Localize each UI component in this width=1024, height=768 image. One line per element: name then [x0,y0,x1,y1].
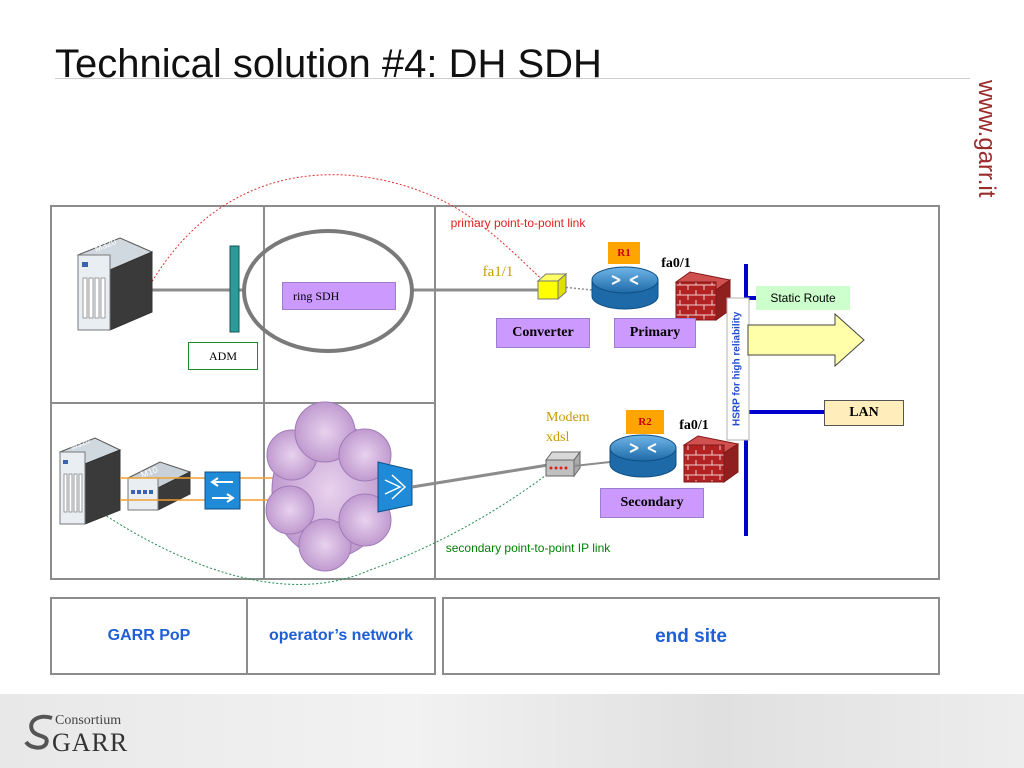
network-diagram: M320 M320 M10 [50,174,940,675]
diagram-frame [50,205,940,580]
zone-frame-right [442,597,940,675]
site-url: www.garr.it [973,80,1000,198]
link-modem-router [573,461,611,467]
hsrp-label: HSRP for high reliability [731,311,743,427]
zone-end-site: end site [655,626,727,647]
switch-icon [204,471,241,510]
fa0-1-bottom-label: fa0/1 [679,418,709,433]
lan-label: LAN [824,400,904,426]
logo-consortium-text: Consortium [55,713,122,728]
static-route-label: Static Route [756,286,850,310]
fa0-1-top-label: fa0/1 [661,256,691,271]
firewall-bottom-icon [682,435,740,483]
converter-icon [536,272,568,301]
router-r2-icon [609,434,677,478]
zone-garr-pop: GARR PoP [107,627,191,644]
modem-label: Modem xdsl [546,410,590,445]
zone-frame-left [50,597,436,675]
primary-arc [149,174,549,286]
secondary-link-label: secondary point-to-point IP link [445,541,611,555]
router-r1-icon [591,266,659,310]
title-rule [55,78,970,79]
secondary-label: Secondary [600,488,704,518]
modem-icon [545,450,581,478]
adm-bar [229,245,240,333]
operator-cloud [265,401,392,572]
converter-label: Converter [496,318,590,348]
ring-sdh-label: ring SDH [282,282,396,310]
primary-link-label: primary point-to-point link [450,216,586,230]
link-edge-modem [411,463,549,489]
hsrp-box [726,297,750,441]
static-route-arrow [747,312,865,368]
m10-icon [126,461,192,511]
r2-label: R2 [626,410,664,434]
firewall-top-icon [674,271,732,321]
ring-sdh-ellipse [242,229,414,353]
link-converter-router [561,286,593,291]
r1-label: R1 [608,242,640,264]
garr-logo-icon [24,714,53,750]
logo-garr-text: GARR [52,728,129,757]
m320-bottom-icon [58,437,122,525]
zone-operator-network: operator’s network [268,627,414,644]
edge-device-icon [377,461,413,513]
fa1-1-label: fa1/1 [482,263,514,280]
m320-top-icon [76,237,154,331]
adm-label: ADM [188,342,258,370]
footer-band [0,694,1024,768]
primary-label: Primary [614,318,696,348]
